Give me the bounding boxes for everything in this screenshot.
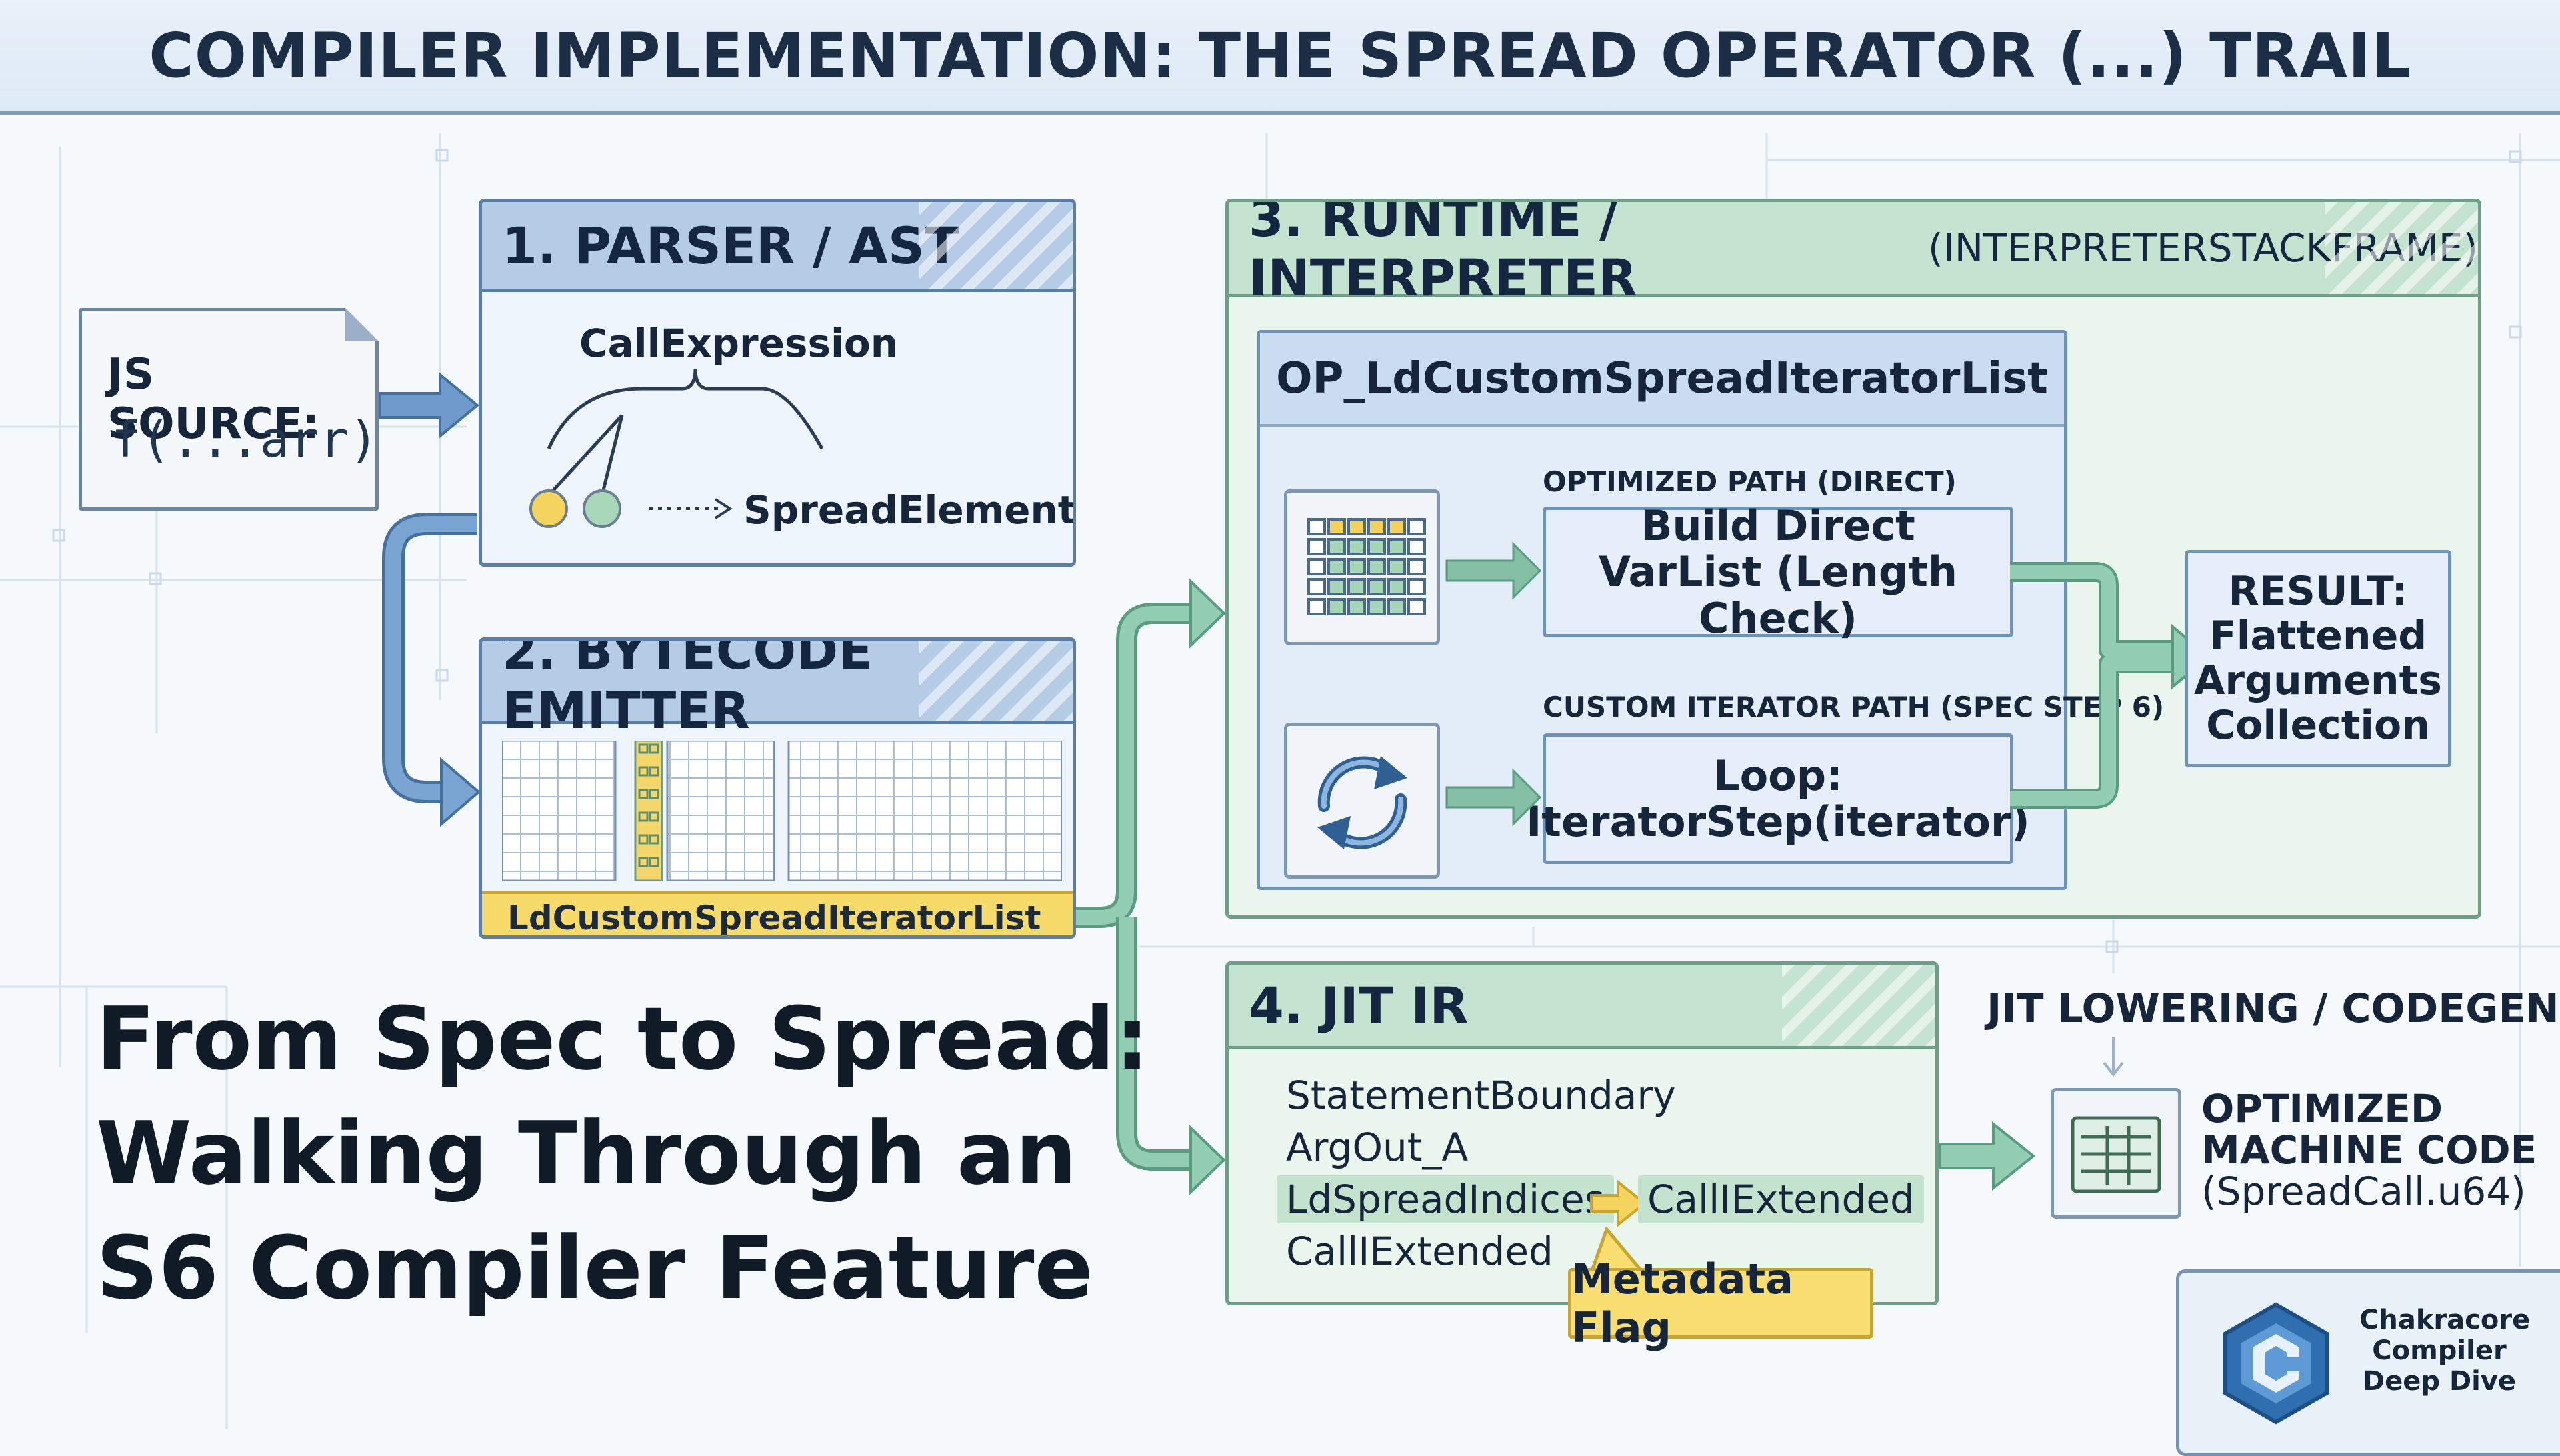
ast-tree-diagram bbox=[547, 369, 824, 450]
emitter-heading: 2. BYTECODE EMITTER bbox=[502, 637, 873, 740]
ir-line-statementboundary: StatementBoundary bbox=[1286, 1073, 1676, 1118]
headline-line1: From Spec to Spread: bbox=[96, 988, 1150, 1089]
parser-panel: 1. PARSER / AST CallExpression SpreadEle… bbox=[479, 199, 1076, 567]
bytecode-grid bbox=[502, 741, 1062, 881]
ir-line-ldspreadindices: LdSpreadIndices bbox=[1277, 1175, 1614, 1223]
arrow-parser-to-emitter bbox=[382, 513, 481, 827]
header-stripes bbox=[2325, 202, 2478, 294]
ir-yellow-arrow bbox=[1590, 1179, 1647, 1228]
internal-path-arrows bbox=[1445, 541, 1542, 827]
bytecode-emitter-panel: 2. BYTECODE EMITTER LdCustomSpreadIterat… bbox=[479, 637, 1076, 939]
machine-code-icon-svg bbox=[2071, 1116, 2161, 1193]
header-stripes bbox=[919, 641, 1073, 721]
op-handler-title: OP_LdCustomSpreadIteratorList bbox=[1260, 333, 2064, 427]
ast-node-yellow bbox=[529, 489, 568, 528]
ast-nodes bbox=[529, 414, 733, 528]
headline-line3: S6 Compiler Feature bbox=[96, 1217, 1093, 1319]
result-box: RESULT: Flattened Arguments Collection bbox=[2185, 550, 2451, 767]
header-stripes bbox=[919, 202, 1073, 289]
bytecode-instruction: LdCustomSpreadIteratorList R6, R3 bbox=[507, 899, 1041, 937]
codegen-heading: JIT LOWERING / CODEGEN bbox=[1987, 985, 2559, 1032]
header-stripes bbox=[1782, 965, 1935, 1046]
arrow-source-to-parser bbox=[379, 371, 480, 439]
arrow-jit-to-codegen bbox=[1939, 1121, 2036, 1191]
array-grid-icon bbox=[1284, 489, 1440, 645]
parser-heading: 1. PARSER / AST bbox=[502, 215, 959, 275]
chakracore-logo-card: Chakracore Compiler Deep Dive bbox=[2176, 1269, 2560, 1456]
bytecode-instruction-strip: LdCustomSpreadIteratorList R6, R3 bbox=[482, 891, 1073, 937]
op-handler-box: OP_LdCustomSpreadIteratorList OPTIMIZED … bbox=[1257, 330, 2164, 890]
machine-code-line2: MACHINE CODE bbox=[2201, 1127, 2537, 1173]
jit-ir-panel: 4. JIT IR StatementBoundary ArgOut_A LdS… bbox=[1225, 961, 1939, 1305]
arrow-emitter-to-runtime-and-jit bbox=[1076, 578, 1226, 1195]
ast-node-callexpression: CallExpression bbox=[579, 321, 899, 366]
loop-arrows-icon-svg bbox=[1317, 756, 1407, 849]
machine-code-line1: OPTIMIZED bbox=[2201, 1086, 2443, 1131]
machine-code-icon bbox=[2051, 1088, 2181, 1219]
custom-iterator-path-label: CUSTOM ITERATOR PATH (SPEC STEP 6) bbox=[1543, 691, 2165, 723]
jit-heading: 4. JIT IR bbox=[1249, 975, 1469, 1035]
ast-node-green bbox=[583, 489, 621, 528]
js-source-code: f(...arr) bbox=[111, 411, 379, 469]
ir-line-calliextended: CallIExtended bbox=[1286, 1229, 1553, 1274]
page-title: COMPILER IMPLEMENTATION: THE SPREAD OPER… bbox=[149, 19, 2411, 91]
js-source-card: JS SOURCE: f(...arr) bbox=[79, 308, 379, 511]
js-source-label: JS SOURCE: bbox=[107, 350, 320, 449]
headline-line2: Walking Through an bbox=[96, 1103, 1077, 1204]
title-band: COMPILER IMPLEMENTATION: THE SPREAD OPER… bbox=[0, 0, 2560, 115]
chakracore-logo-icon bbox=[2223, 1302, 2329, 1425]
ast-node-spreadelement: SpreadElement bbox=[743, 487, 1076, 533]
loop-arrows-icon bbox=[1284, 723, 1440, 879]
logo-caption: Chakracore Compiler Deep Dive bbox=[2359, 1305, 2531, 1397]
runtime-interpreter-panel: 3. RUNTIME / INTERPRETER (INTERPRETERSTA… bbox=[1225, 199, 2481, 919]
ir-line-argout: ArgOut_A bbox=[1286, 1125, 1469, 1170]
array-grid-icon-svg bbox=[1307, 518, 1426, 615]
optimized-path-box: Build Direct VarList (Length Check) bbox=[1543, 503, 2013, 641]
optimized-path-label: OPTIMIZED PATH (DIRECT) bbox=[1543, 465, 1957, 498]
machine-code-line3: (SpreadCall.u64) bbox=[2201, 1169, 2526, 1214]
ir-line-target-calliextended: CallIExtended bbox=[1638, 1175, 1924, 1223]
dog-ear-corner bbox=[345, 308, 379, 341]
codegen-down-arrow bbox=[2103, 1037, 2124, 1077]
runtime-heading: 3. RUNTIME / INTERPRETER bbox=[1249, 199, 1637, 307]
